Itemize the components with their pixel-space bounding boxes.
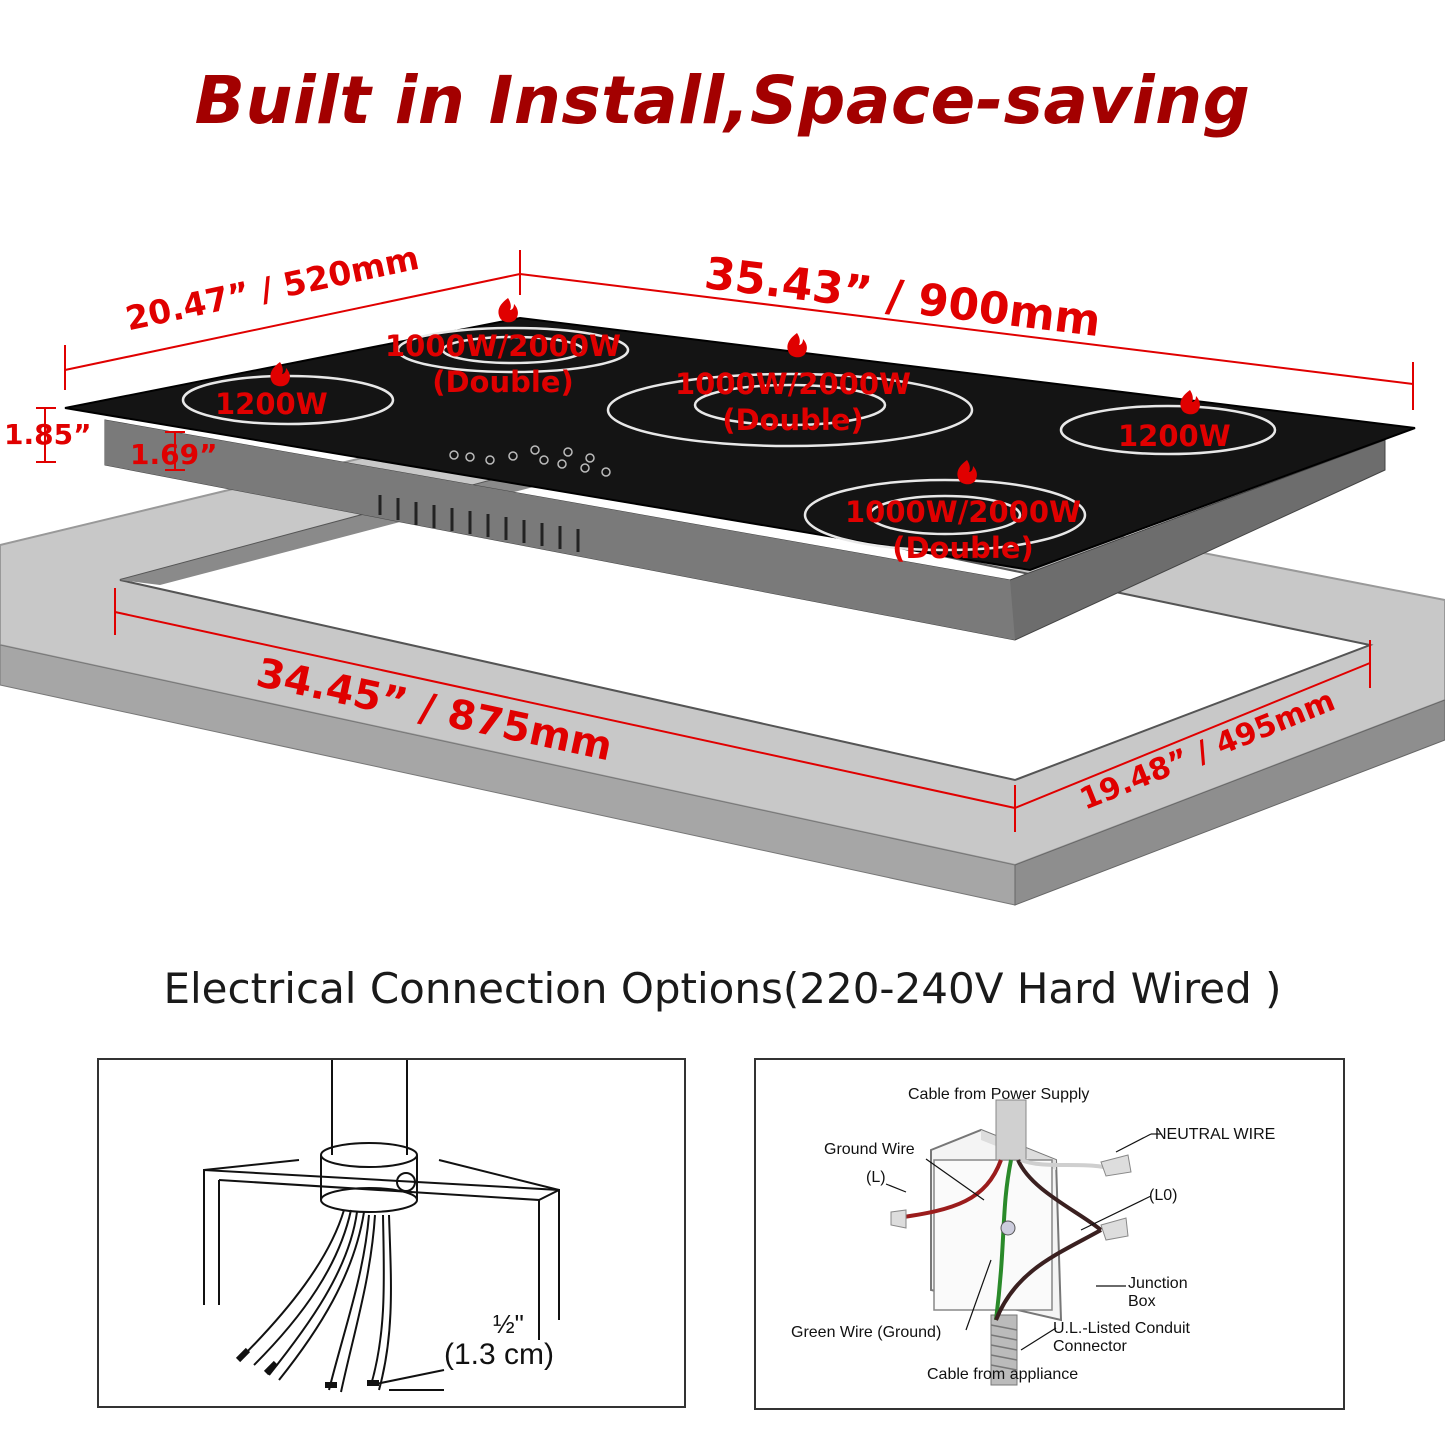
section-subtitle: Electrical Connection Options(220-240V H…	[163, 964, 1282, 1013]
burner-3-power: 1000W/2000W(Double)	[675, 367, 911, 437]
cable-supply-label: Cable from Power Supply	[908, 1086, 1090, 1103]
touch-controls	[449, 445, 611, 477]
cooktop-illustration	[0, 250, 1445, 906]
burner-ring-2-inner	[441, 335, 585, 365]
flame-icon	[498, 298, 518, 323]
junction-panel: Cable from Power Supply NEUTRAL WIRE Gro…	[754, 1058, 1345, 1410]
flame-icon	[787, 333, 807, 358]
burner-ring-5-outer	[803, 478, 1087, 552]
l0-label: (L0)	[1149, 1187, 1178, 1204]
cable-appliance-label: Cable from appliance	[927, 1366, 1079, 1383]
burner-ring-3-outer	[606, 372, 974, 448]
height-inner-label: 1.69”	[130, 438, 218, 471]
junction-box-label: Junction Box	[1128, 1275, 1188, 1310]
flame-icon	[957, 460, 977, 485]
l-label: (L)	[866, 1169, 886, 1186]
flame-icon	[1180, 390, 1200, 415]
chassis-vents	[378, 495, 580, 552]
ground-wire-label: Ground Wire	[824, 1141, 915, 1158]
burner-4-power: 1200W	[1118, 419, 1231, 453]
green-wire-label: Green Wire (Ground)	[791, 1324, 942, 1341]
conduit-connector-label: U.L.-Listed Conduit Connector	[1053, 1320, 1190, 1355]
fraction-label: ½"	[493, 1309, 524, 1339]
flame-icon	[270, 362, 290, 387]
junction-drawing	[885, 1099, 1161, 1386]
burner-ring-5-inner	[868, 494, 1022, 536]
burner-5-power: 1000W/2000W(Double)	[845, 495, 1081, 565]
conduit-drawing	[203, 1060, 560, 1393]
burner-rings	[181, 326, 1277, 552]
burner-ring-4	[1059, 404, 1277, 456]
burner-ring-2-outer	[396, 326, 630, 374]
size-label: (1.3 cm)	[444, 1338, 555, 1371]
countertop-side	[1014, 699, 1445, 906]
burner-1-power: 1200W	[215, 387, 328, 421]
burner-ring-3-inner	[693, 383, 887, 427]
height-outer-label: 1.85”	[4, 418, 92, 451]
page-title: Built in Install,Space-saving	[194, 62, 1251, 139]
flame-icons	[270, 298, 1200, 485]
burner-2-power: 1000W/2000W(Double)	[385, 329, 621, 399]
dimension-lines	[36, 250, 1414, 832]
neutral-wire-label: NEUTRAL WIRE	[1155, 1126, 1276, 1143]
conduit-panel: ½" (1.3 cm)	[97, 1058, 686, 1408]
